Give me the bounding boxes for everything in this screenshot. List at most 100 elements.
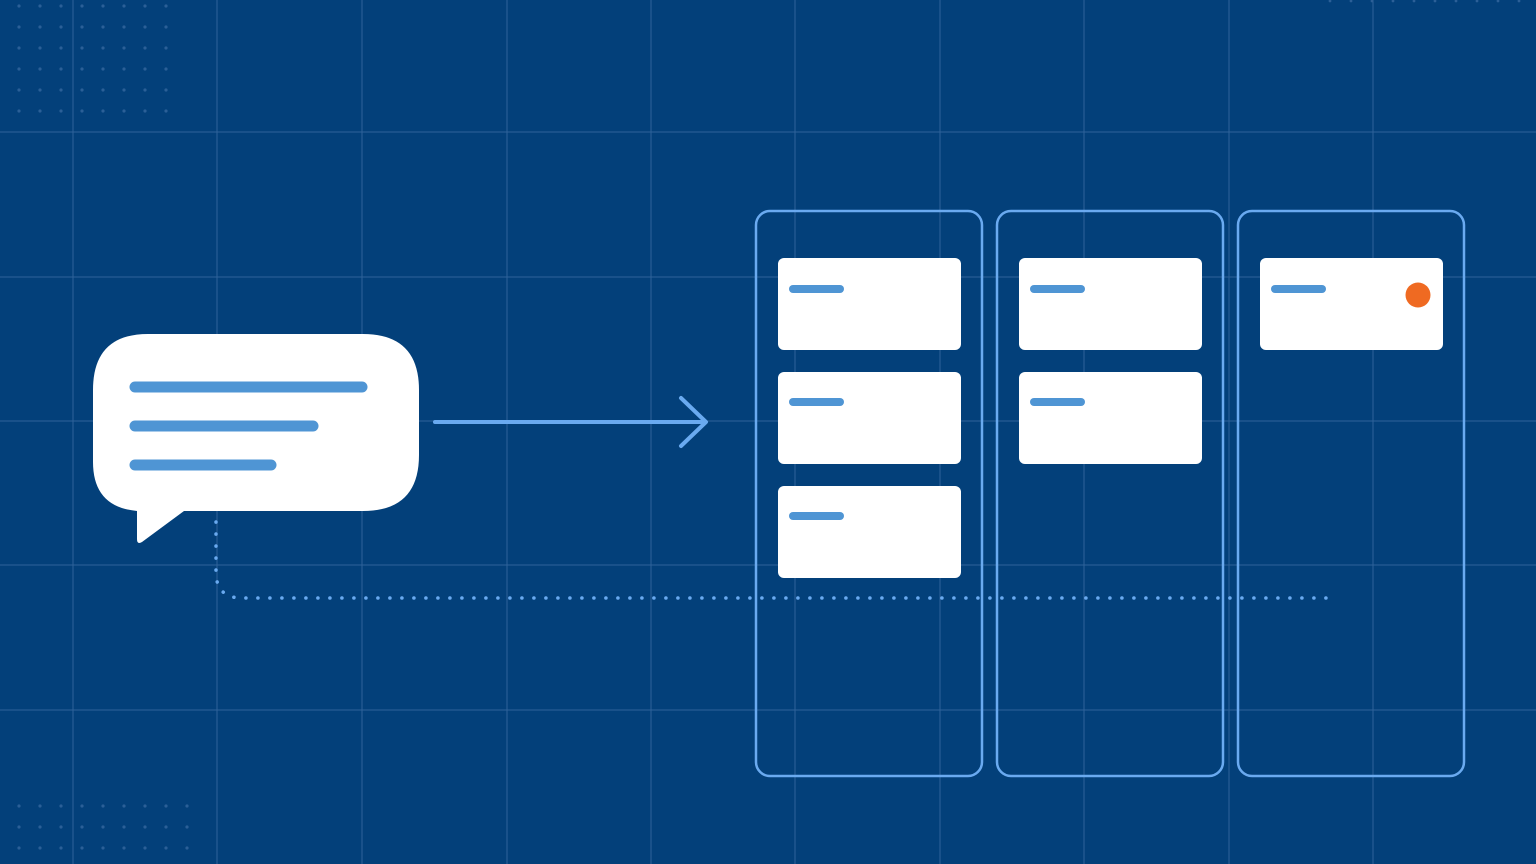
pattern-dot xyxy=(143,67,147,71)
pattern-dot xyxy=(101,825,105,829)
pattern-dot xyxy=(59,46,63,50)
pattern-dot xyxy=(164,825,168,829)
pattern-dot xyxy=(17,88,21,92)
pattern-dot xyxy=(101,67,105,71)
pattern-dot xyxy=(164,804,168,808)
pattern-dot xyxy=(38,804,42,808)
pattern-dot xyxy=(101,109,105,113)
pattern-dot xyxy=(122,804,126,808)
pattern-dot xyxy=(143,88,147,92)
pattern-dot xyxy=(80,109,84,113)
pattern-dot xyxy=(38,825,42,829)
task-card xyxy=(1019,258,1202,350)
pattern-dot xyxy=(59,4,63,8)
card-body xyxy=(778,486,961,578)
pattern-dot xyxy=(59,109,63,113)
pattern-dot xyxy=(80,825,84,829)
board-column xyxy=(754,209,984,778)
pattern-dot xyxy=(1349,0,1353,3)
column-outline xyxy=(995,209,1225,778)
status-dot-icon xyxy=(1405,282,1431,308)
pattern-dot xyxy=(59,825,63,829)
pattern-dot xyxy=(1517,0,1521,3)
pattern-dot xyxy=(164,25,168,29)
pattern-dot xyxy=(143,25,147,29)
pattern-dot xyxy=(143,109,147,113)
pattern-dot xyxy=(1370,0,1374,3)
pattern-dot xyxy=(80,46,84,50)
board-column xyxy=(995,209,1225,778)
pattern-dot xyxy=(164,88,168,92)
pattern-dot xyxy=(1433,0,1437,3)
pattern-dot xyxy=(80,4,84,8)
task-card xyxy=(778,486,961,578)
pattern-dot xyxy=(1496,0,1500,3)
card-body xyxy=(1019,372,1202,464)
board-column xyxy=(1236,209,1466,778)
task-card xyxy=(1019,372,1202,464)
pattern-dot xyxy=(80,88,84,92)
pattern-dot xyxy=(17,846,21,850)
task-card xyxy=(778,258,961,350)
pattern-dot xyxy=(101,846,105,850)
pattern-dot xyxy=(101,804,105,808)
pattern-dot xyxy=(38,4,42,8)
pattern-dot xyxy=(17,25,21,29)
dotted-connector xyxy=(214,520,1338,600)
pattern-dot xyxy=(164,846,168,850)
pattern-dot xyxy=(1475,0,1479,3)
pattern-dot xyxy=(80,25,84,29)
pattern-dot xyxy=(185,804,189,808)
column-outline xyxy=(1236,209,1466,778)
column-outline xyxy=(754,209,984,778)
pattern-dot xyxy=(122,88,126,92)
card-body xyxy=(1019,258,1202,350)
pattern-dot xyxy=(122,825,126,829)
pattern-dot xyxy=(17,46,21,50)
arrow-right-icon xyxy=(433,396,708,448)
pattern-dot xyxy=(143,825,147,829)
pattern-dot xyxy=(59,88,63,92)
pattern-dot xyxy=(38,88,42,92)
pattern-dot xyxy=(164,67,168,71)
arrow-head xyxy=(679,396,708,448)
pattern-dot xyxy=(80,846,84,850)
pattern-dot xyxy=(164,46,168,50)
pattern-dot xyxy=(122,846,126,850)
card-body xyxy=(778,258,961,350)
pattern-dot xyxy=(101,88,105,92)
pattern-dot xyxy=(143,46,147,50)
pattern-dot xyxy=(101,4,105,8)
pattern-dot xyxy=(80,67,84,71)
pattern-dot xyxy=(17,4,21,8)
pattern-dot xyxy=(122,46,126,50)
pattern-dot xyxy=(1391,0,1395,3)
pattern-dot xyxy=(122,4,126,8)
pattern-dot xyxy=(17,67,21,71)
pattern-dot xyxy=(59,25,63,29)
pattern-dot xyxy=(17,825,21,829)
pattern-dot xyxy=(122,25,126,29)
pattern-dot xyxy=(1412,0,1416,3)
pattern-dot xyxy=(143,4,147,8)
pattern-dot xyxy=(38,25,42,29)
pattern-dot xyxy=(122,67,126,71)
card-body xyxy=(778,372,961,464)
pattern-dot xyxy=(38,846,42,850)
card-body xyxy=(1260,258,1443,350)
pattern-dot xyxy=(1454,0,1458,3)
pattern-dot xyxy=(17,109,21,113)
pattern-dot xyxy=(59,804,63,808)
pattern-dot xyxy=(59,846,63,850)
pattern-dot xyxy=(185,846,189,850)
pattern-dot xyxy=(101,46,105,50)
pattern-dot xyxy=(143,804,147,808)
pattern-dot xyxy=(17,804,21,808)
pattern-dot xyxy=(1328,0,1332,3)
chat-bubble-icon xyxy=(93,334,419,543)
dot-patterns xyxy=(17,0,1521,850)
task-card xyxy=(1260,258,1443,350)
